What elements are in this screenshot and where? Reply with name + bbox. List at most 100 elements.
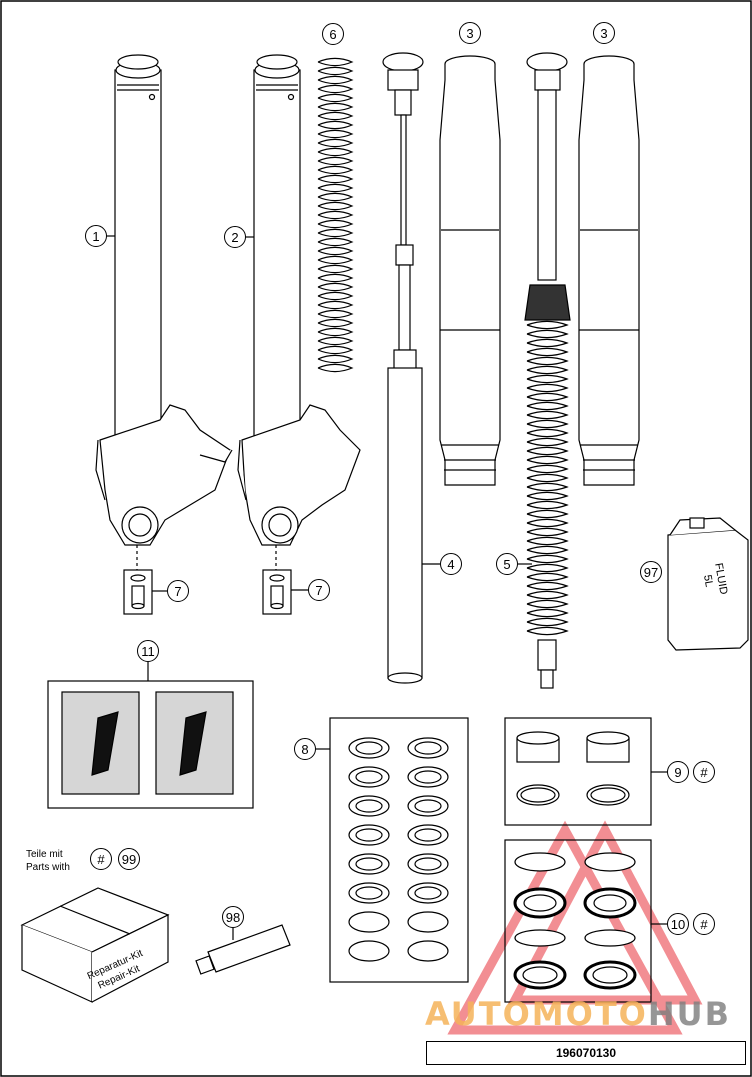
spring-coil [526, 419, 569, 429]
spring-coil [526, 581, 569, 591]
spring-coil [317, 255, 354, 265]
spring-coil [317, 102, 354, 112]
spring-coil [317, 237, 354, 247]
spring-coil [317, 210, 354, 220]
spring-coil [317, 354, 354, 364]
seal-ring [407, 795, 449, 817]
spring-coil [317, 201, 354, 211]
spring-coil [526, 536, 569, 546]
watermark-triangles [447, 820, 703, 1035]
repair-kit-box [20, 887, 170, 1003]
damper-cartridge-5 [524, 52, 571, 689]
callout-6: 6 [322, 23, 344, 45]
spring-coil [317, 84, 354, 94]
spring-coil [526, 491, 569, 501]
callout-3a: 3 [459, 22, 481, 44]
seal-ring [407, 911, 449, 933]
watermark-part-1: AUTO [425, 995, 532, 1033]
spring-coil [317, 300, 354, 310]
seal-ring-inner [355, 828, 383, 842]
callout-4: 4 [440, 553, 462, 575]
spring-coil [526, 383, 569, 393]
inner-tube-3b [578, 55, 640, 486]
callout-10: 10 [667, 913, 689, 935]
seal-ring [348, 853, 390, 875]
fork-leg-1 [95, 54, 233, 546]
spring-coil [317, 273, 354, 283]
seal-ring [407, 940, 449, 962]
spring-coil [526, 554, 569, 564]
spring-coil [317, 111, 354, 121]
seal-ring [348, 824, 390, 846]
spring-coil [526, 617, 569, 627]
seals-10 [513, 852, 637, 990]
spring-coil [526, 329, 569, 339]
spring-coil [526, 563, 569, 573]
parts-with-line-2: Parts with [26, 862, 70, 873]
spring-coil [526, 599, 569, 609]
spring-coil [526, 608, 569, 618]
spring-coil [526, 356, 569, 366]
seal-ring [407, 853, 449, 875]
spring-coil [317, 246, 354, 256]
spring-coil [317, 318, 354, 328]
seal-ring-inner [414, 828, 442, 842]
spring-coil [526, 347, 569, 357]
spring-coil [526, 626, 569, 636]
seal-ring [348, 882, 390, 904]
spring-coil [317, 291, 354, 301]
inner-tube-3a [439, 55, 501, 486]
seal-ring [348, 911, 390, 933]
callout-2: 2 [224, 226, 246, 248]
seal-ring [407, 882, 449, 904]
spring-coil [317, 336, 354, 346]
leader-lines [106, 235, 667, 925]
spring-coil [317, 66, 354, 76]
spring-coil [526, 500, 569, 510]
callout-3b: 3 [593, 22, 615, 44]
spring-coil [317, 264, 354, 274]
spring-coil [317, 165, 354, 175]
seal-ring-inner [355, 741, 383, 755]
seal-ring-inner [414, 799, 442, 813]
callout-97: 97 [640, 561, 662, 583]
ring-set-8 [348, 737, 449, 962]
callout-7b: 7 [308, 579, 330, 601]
callout-99-hash: # [90, 848, 112, 870]
fluid-can-label: FLUID 5L [698, 562, 729, 598]
spring-coil [317, 156, 354, 166]
spring-coil [317, 327, 354, 337]
axle-clamp-7a [123, 569, 153, 615]
bushings-9 [516, 731, 630, 806]
callout-9: 9 [667, 761, 689, 783]
parts-with-note: Teile mit Parts with [26, 848, 70, 874]
watermark-part-2: MOTO [531, 995, 648, 1033]
spring-coil [526, 482, 569, 492]
spring-coil [317, 147, 354, 157]
spring-coil [317, 345, 354, 355]
spring-coil [526, 527, 569, 537]
spring-coil [526, 455, 569, 465]
seal-ring-inner [355, 799, 383, 813]
ring-set-box-8 [329, 717, 469, 983]
spring-coil [317, 174, 354, 184]
seal-ring-inner [414, 741, 442, 755]
decal-sheet-11 [47, 680, 254, 809]
spring-coil [317, 228, 354, 238]
spring-coil [526, 545, 569, 555]
seal-ring-inner [355, 886, 383, 900]
spring-coil [317, 120, 354, 130]
spring-coil [526, 365, 569, 375]
seal-ring-inner [414, 857, 442, 871]
spring-coil [317, 192, 354, 202]
spring-coil [317, 93, 354, 103]
axle-clamp-7b [262, 569, 292, 615]
callout-9-hash: # [693, 761, 715, 783]
callout-5: 5 [496, 553, 518, 575]
fork-leg-2 [237, 54, 361, 546]
spring-coil [317, 75, 354, 85]
grease-tube-98 [195, 924, 291, 975]
seal-ring-inner [355, 770, 383, 784]
